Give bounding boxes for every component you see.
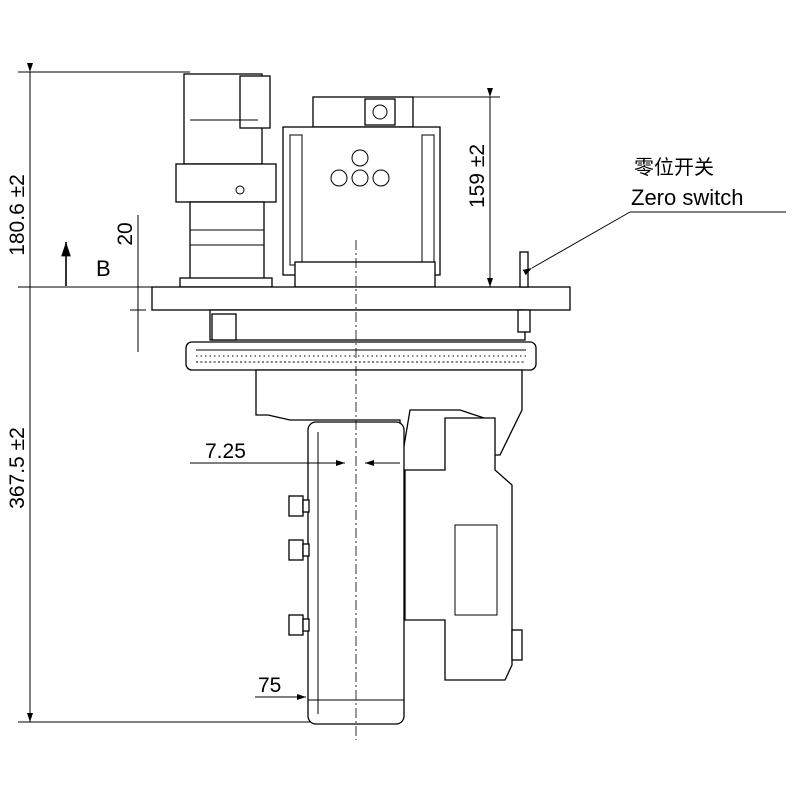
gearbox-housing	[404, 417, 513, 681]
dimension-offset: 7.25	[205, 440, 246, 463]
view-label: B	[96, 256, 111, 281]
zero-switch-leader-line	[522, 211, 631, 276]
drive-motor	[282, 96, 441, 288]
steering-motor	[175, 73, 277, 288]
zero-switch-label-cn: 零位开关	[634, 155, 714, 179]
hub-bolt-icons	[288, 495, 310, 636]
dimension-wheel-half-width: 75	[258, 674, 281, 697]
wheel-bracket	[255, 369, 523, 471]
dimension-view-offset: 20	[114, 222, 137, 245]
dimension-lower-height: 367.5 ±2	[6, 427, 29, 509]
zero-switch-label-en: Zero switch	[631, 185, 743, 210]
mounting-plate	[151, 286, 571, 311]
hex-bolt-icons	[330, 149, 390, 187]
dimension-motor-height: 159 ±2	[466, 144, 489, 208]
dimension-upper-height: 180.6 ±2	[6, 174, 29, 256]
slewing-ring	[209, 309, 526, 341]
gear-ring	[185, 341, 537, 371]
